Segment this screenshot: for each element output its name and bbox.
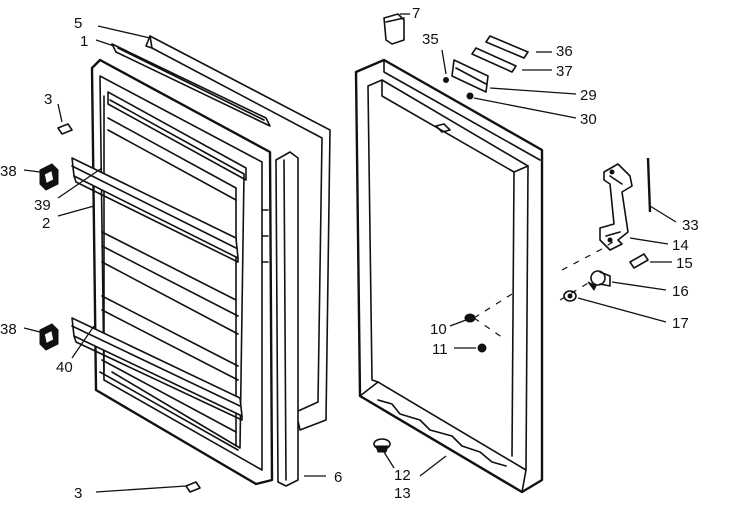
label-7: 7	[412, 5, 420, 22]
label-17: 17	[672, 315, 689, 332]
rod-part-33	[646, 157, 652, 213]
label-29: 29	[580, 87, 597, 104]
lower-shelf-bar-part-40	[71, 317, 243, 421]
end-cap-part-38-upper	[39, 163, 59, 191]
label-14: 14	[672, 237, 689, 254]
label-12: 12	[394, 467, 411, 484]
trim-part-36	[485, 35, 529, 59]
label-33: 33	[682, 217, 699, 234]
label-2: 2	[42, 215, 50, 232]
label-39: 39	[34, 197, 51, 214]
leader-lines	[23, 13, 677, 493]
label-36: 36	[556, 43, 573, 60]
side-strip-part-6	[275, 151, 299, 487]
screw-part-10	[464, 313, 476, 323]
upper-shelf-bar-part-39	[71, 157, 239, 263]
top-strip-part-1	[111, 43, 271, 127]
end-cap-part-38-lower	[39, 323, 59, 351]
screw-part-11	[477, 343, 487, 353]
label-37: 37	[556, 63, 573, 80]
label-15: 15	[676, 255, 693, 272]
clip-part-15	[629, 253, 649, 269]
label-1: 1	[80, 33, 88, 50]
bumper-part-7	[383, 13, 405, 45]
hinge-pin-part-16	[587, 270, 611, 291]
screw-part-35	[443, 77, 449, 83]
label-11: 11	[432, 341, 448, 358]
label-38-upper: 38	[0, 163, 17, 180]
label-30: 30	[580, 111, 597, 128]
alignment-lines	[473, 239, 617, 341]
label-10: 10	[430, 321, 447, 338]
screw-part-30	[466, 92, 474, 100]
label-3-lower: 3	[74, 485, 82, 502]
outer-door-frame-part-13	[354, 58, 544, 494]
label-35: 35	[422, 31, 439, 48]
label-3-upper: 3	[44, 91, 52, 108]
plug-part-3-lower	[185, 481, 201, 493]
label-40: 40	[56, 359, 73, 376]
bumper-part-12	[373, 438, 391, 453]
label-16: 16	[672, 283, 689, 300]
label-13: 13	[394, 485, 411, 502]
label-6: 6	[334, 469, 342, 486]
handle-part-14	[599, 163, 633, 251]
label-5: 5	[74, 15, 82, 32]
part-labels: 5 1 3 38 39 2 38 40 3 6 12 13 7 35 36 37…	[0, 5, 699, 502]
trim-part-29	[451, 59, 489, 93]
bushing-part-17	[563, 290, 577, 302]
trim-part-37	[471, 47, 517, 73]
label-38-lower: 38	[0, 321, 17, 338]
inner-door-liner-part-2	[90, 58, 274, 486]
plug-part-3-upper	[57, 123, 73, 135]
